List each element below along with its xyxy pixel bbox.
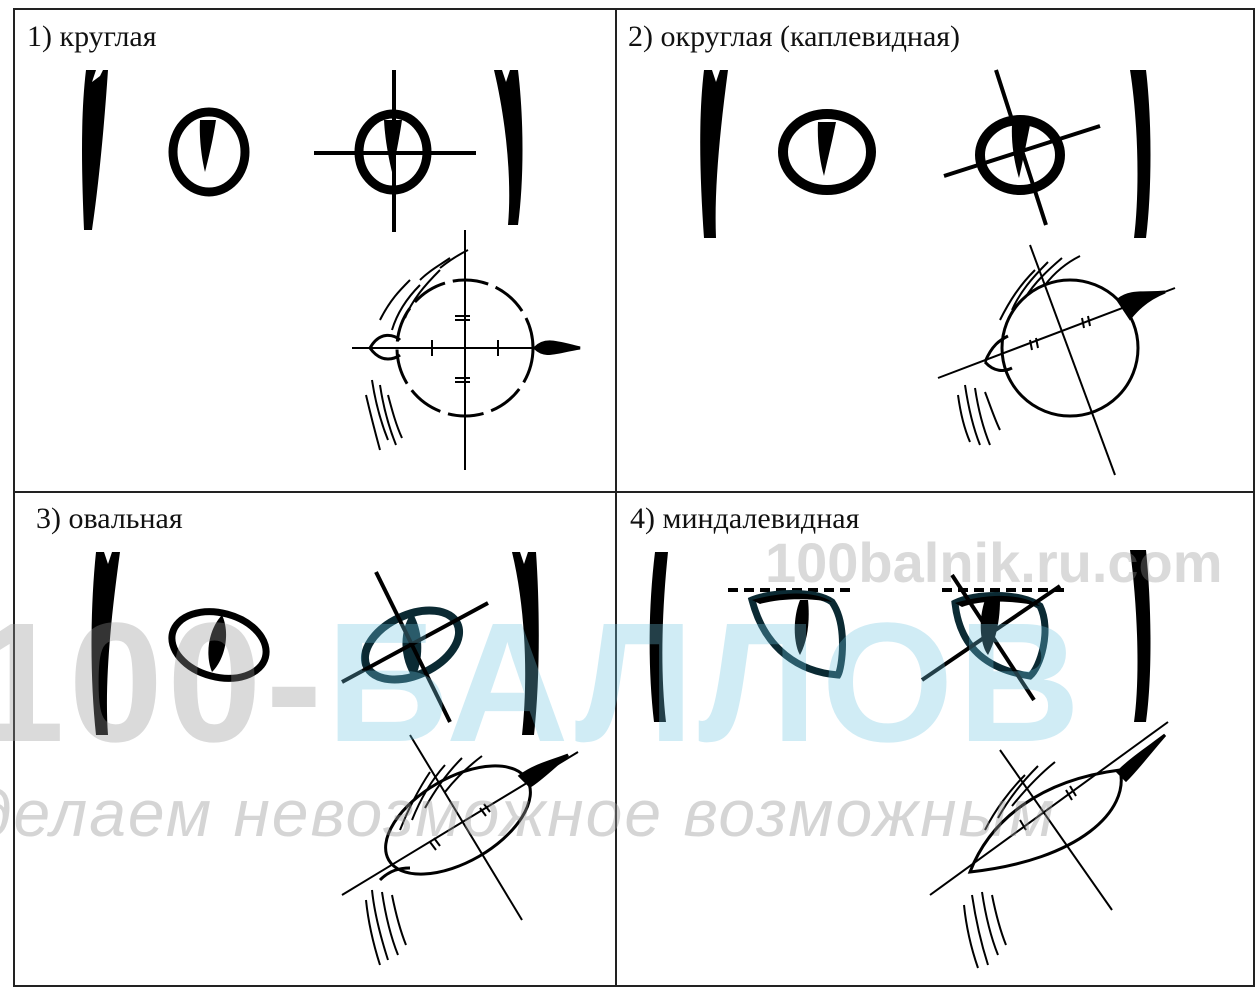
round-eye-sketch (352, 230, 580, 470)
almond-eye-crosshair-icon (922, 575, 1070, 700)
bracket-right (1130, 550, 1151, 722)
oval-eye-crosshair-icon (342, 572, 488, 722)
drop-eye-crosshair-icon (944, 70, 1100, 225)
round-eye-icon (173, 112, 245, 192)
cell-3-artwork (92, 552, 579, 965)
almond-eye-sketch (930, 722, 1168, 968)
almond-eye-icon (728, 590, 855, 675)
cell-1-artwork (82, 70, 580, 470)
bracket-left (82, 70, 108, 230)
cell-2-label: 2) округлая (каплевидная) (628, 20, 960, 54)
bracket-right (1130, 70, 1151, 238)
bracket-left (650, 552, 668, 722)
drop-eye-sketch (938, 245, 1175, 475)
oval-eye-icon (164, 602, 273, 689)
cell-4-artwork (650, 550, 1168, 968)
round-eye-crosshair-icon (314, 70, 476, 232)
cell-3-label: 3) овальная (36, 502, 183, 536)
bracket-right (494, 70, 523, 225)
drop-eye-icon (783, 114, 871, 190)
cell-2-artwork (700, 70, 1175, 475)
oval-eye-sketch (342, 735, 578, 965)
bracket-right (512, 552, 539, 735)
bracket-left (92, 552, 121, 735)
bracket-left (700, 70, 728, 238)
cell-4-label: 4) миндалевидная (630, 502, 859, 536)
cell-1-label: 1) круглая (27, 20, 157, 54)
